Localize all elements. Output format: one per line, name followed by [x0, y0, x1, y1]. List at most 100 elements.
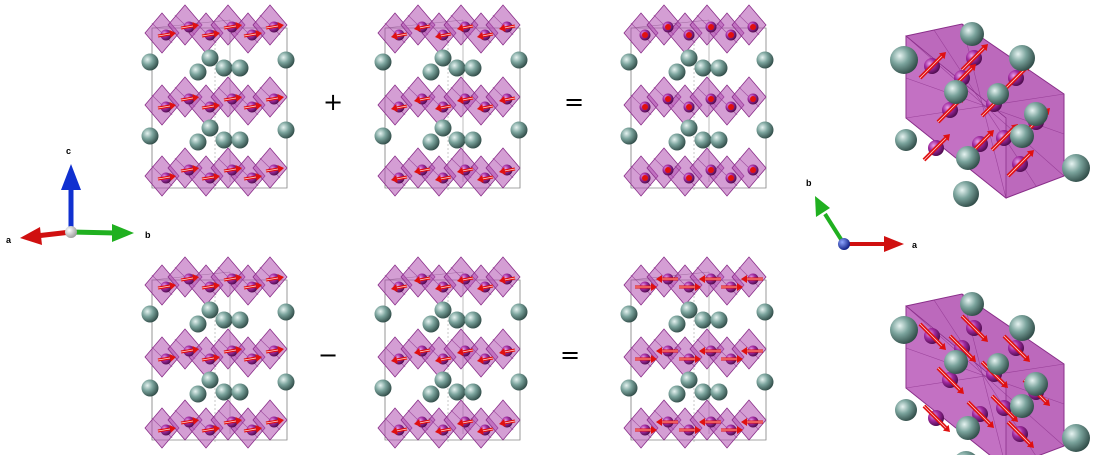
spin-arrow-head — [699, 347, 705, 355]
spacer-atom — [231, 311, 249, 329]
spin-arrow-head — [277, 274, 284, 282]
spin-arrow-head — [192, 346, 199, 354]
spin-arrow-highlight — [201, 105, 215, 109]
spacer-atom — [201, 49, 219, 67]
spacer-atom — [620, 379, 638, 397]
spacer-atom — [448, 383, 466, 401]
spin-arrow-head — [255, 102, 262, 110]
spin-arrow-highlight — [201, 428, 215, 432]
structure-top-1 — [141, 4, 295, 197]
spin-arrow-highlight — [440, 285, 452, 289]
spin-node — [686, 32, 692, 38]
spacer-atom — [680, 119, 698, 137]
equals-operator-bottom: = — [560, 341, 580, 369]
spin-arrow-highlight — [440, 428, 452, 432]
c-axis-arrow — [61, 164, 81, 190]
spin-arrow-highlight — [265, 277, 279, 281]
spacer-atom — [620, 127, 638, 145]
spacer-atom — [1024, 102, 1048, 126]
spin-arrow-highlight — [462, 25, 474, 29]
spin-arrow-head — [213, 102, 220, 110]
spin-arrow-highlight — [504, 277, 516, 281]
spin-arrow-head — [477, 355, 484, 364]
spin-arrow-highlight — [482, 105, 494, 109]
spacer-atom — [448, 59, 466, 77]
spin-arrow-head — [414, 166, 421, 175]
spin-arrow-highlight — [482, 33, 494, 37]
spin-arrow-head — [235, 22, 242, 30]
spacer-atom — [141, 53, 159, 71]
spin-arrow-highlight — [991, 127, 1015, 151]
spin-arrow-highlight — [961, 315, 985, 339]
spin-arrow-highlight — [419, 349, 431, 353]
spin-arrow-head — [169, 173, 176, 181]
spin-arrow-head — [942, 424, 950, 432]
spin-arrow-head — [391, 103, 398, 112]
spin-arrow-highlight — [440, 176, 452, 180]
spin-arrow-highlight — [462, 420, 474, 424]
spin-arrow-head — [414, 418, 421, 427]
spacer-atom — [756, 121, 774, 139]
spin-arrow-head — [235, 417, 242, 425]
spacer-atom — [201, 301, 219, 319]
spacer-atom — [680, 49, 698, 67]
spin-arrow-head — [457, 275, 464, 284]
spin-arrow-highlight — [223, 97, 237, 101]
spacer-atom — [510, 121, 528, 139]
spin-arrow-head — [741, 347, 747, 355]
a-axis-arrow-top — [884, 236, 904, 252]
spacer-atom — [422, 385, 440, 403]
spacer-atom — [141, 379, 159, 397]
spacer-atom — [1009, 45, 1035, 71]
spacer-atom — [944, 80, 968, 104]
spacer-atom — [464, 311, 482, 329]
spin-arrow-highlight — [419, 97, 431, 101]
spin-arrow-head — [499, 23, 506, 32]
spacer-atom — [201, 119, 219, 137]
spacer-atom — [277, 121, 295, 139]
spacer-atom — [201, 371, 219, 389]
spin-arrow-head — [1026, 150, 1034, 158]
spin-arrow-head — [235, 274, 242, 282]
spacer-atom — [668, 133, 686, 151]
spin-arrow-highlight — [243, 176, 257, 180]
spacer-atom — [680, 301, 698, 319]
spacer-atom — [710, 59, 728, 77]
spin-arrow-head — [192, 22, 199, 30]
spin-arrow-highlight — [180, 420, 194, 424]
spin-arrow-head — [391, 355, 398, 364]
spacer-atom — [890, 46, 918, 74]
spin-node — [750, 167, 756, 173]
spin-arrow-head — [986, 130, 994, 138]
spacer-atom — [756, 303, 774, 321]
spin-arrow-highlight — [396, 285, 408, 289]
spin-arrow-head — [169, 102, 176, 110]
spin-arrow-head — [651, 426, 657, 434]
spin-arrow-highlight — [201, 176, 215, 180]
spacer-atom — [141, 127, 159, 145]
spin-node — [665, 96, 671, 102]
spin-arrow-head — [651, 355, 657, 363]
spin-arrow-highlight — [1007, 153, 1031, 177]
axis-triad-abc: c b a — [6, 146, 151, 245]
spin-arrow-head — [169, 282, 176, 290]
spin-arrow-highlight — [157, 285, 171, 289]
spin-arrow-highlight — [419, 277, 431, 281]
spin-arrow-head — [499, 95, 506, 104]
spin-arrow-head — [457, 418, 464, 427]
axis-label-b-top: b — [806, 178, 812, 188]
spin-arrow-highlight — [265, 97, 279, 101]
spacer-atom — [756, 51, 774, 69]
structure-top-3 — [620, 4, 774, 197]
spin-arrow-head — [435, 31, 442, 40]
spin-arrow-highlight — [223, 277, 237, 281]
spacer-atom — [710, 383, 728, 401]
spacer-atom — [510, 51, 528, 69]
topview-lower — [890, 292, 1090, 455]
spin-arrow-head — [938, 52, 946, 60]
spacer-atom — [1010, 394, 1034, 418]
spin-arrow-highlight — [265, 349, 279, 353]
spacer-atom — [510, 303, 528, 321]
spin-arrow-head — [435, 283, 442, 292]
